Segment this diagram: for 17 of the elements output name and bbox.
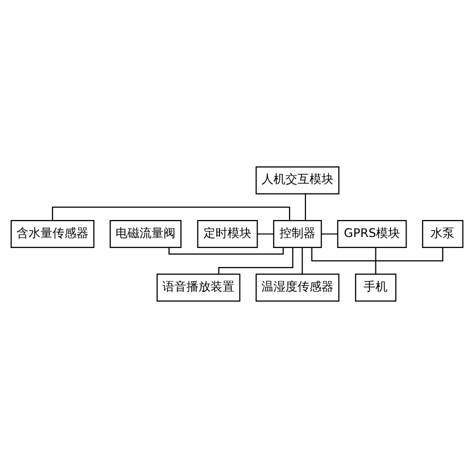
node-box: 手机 bbox=[355, 273, 396, 302]
connector bbox=[304, 193, 306, 220]
node-box: 人机交互模块 bbox=[256, 166, 340, 194]
connector bbox=[375, 247, 376, 274]
node-box: 含水量传感器 bbox=[10, 220, 94, 248]
node-box: 水泵 bbox=[422, 220, 464, 248]
connector bbox=[321, 232, 338, 234]
node-box: 电磁流量阀 bbox=[110, 220, 182, 248]
node-box: GPRS模块 bbox=[337, 220, 407, 248]
node-box: 温湿度传感器 bbox=[256, 273, 340, 302]
connector bbox=[257, 232, 274, 234]
connector bbox=[218, 246, 294, 274]
connector bbox=[302, 247, 303, 274]
node-box: 控制器 bbox=[273, 220, 322, 248]
connector bbox=[168, 247, 284, 254]
node-box: 语音播放装置 bbox=[156, 273, 240, 302]
node-box: 定时模块 bbox=[197, 220, 258, 248]
